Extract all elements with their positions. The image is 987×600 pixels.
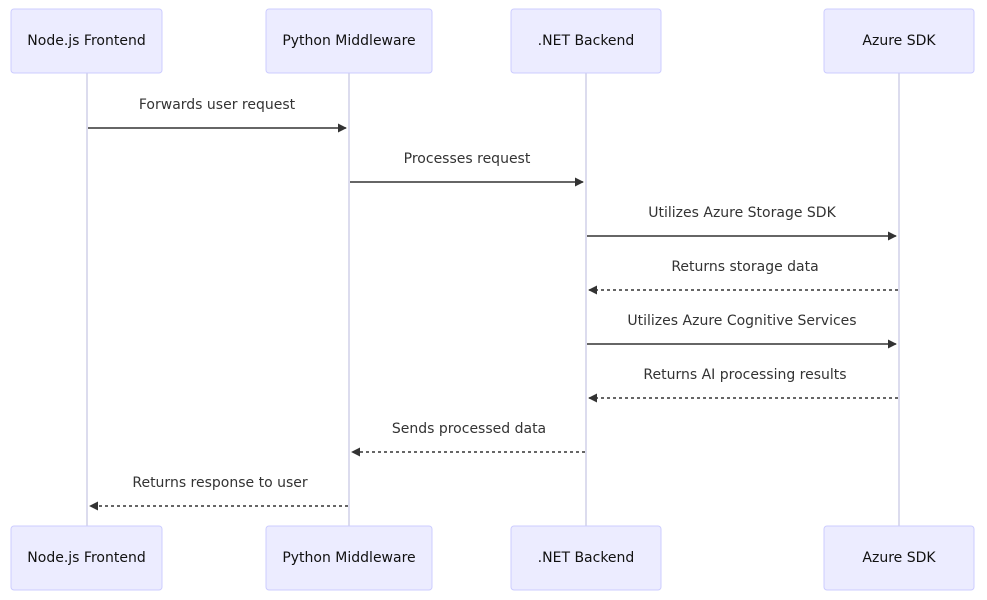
actor-label: Azure SDK: [862, 33, 936, 49]
message-label: Processes request: [404, 151, 531, 167]
actor-label: Python Middleware: [282, 550, 415, 566]
actor-dotnet-backend-bottom: .NET Backend: [510, 525, 662, 591]
actor-python-middleware-top: Python Middleware: [265, 8, 433, 74]
message-label: Utilizes Azure Storage SDK: [648, 205, 836, 221]
message-forwards-user-request: Forwards user request: [88, 97, 347, 133]
actor-label: Azure SDK: [862, 550, 936, 566]
message-returns-ai-processing-results: Returns AI processing results: [588, 367, 898, 403]
actor-label: Node.js Frontend: [27, 550, 145, 566]
actor-label: .NET Backend: [538, 33, 635, 49]
message-label: Returns storage data: [671, 259, 818, 275]
actor-label: .NET Backend: [538, 550, 635, 566]
message-processes-request: Processes request: [350, 151, 584, 187]
actor-azure-sdk-top: Azure SDK: [823, 8, 975, 74]
actor-python-middleware-bottom: Python Middleware: [265, 525, 433, 591]
lifelines: [86, 73, 900, 526]
actor-label: Python Middleware: [282, 33, 415, 49]
actor-dotnet-backend-top: .NET Backend: [510, 8, 662, 74]
message-utilizes-azure-storage-sdk: Utilizes Azure Storage SDK: [587, 205, 897, 241]
actors-top: Node.js Frontend Python Middleware .NET …: [10, 8, 975, 74]
actor-node-frontend-bottom: Node.js Frontend: [10, 525, 163, 591]
message-sends-processed-data: Sends processed data: [351, 421, 585, 457]
message-utilizes-azure-cognitive-services: Utilizes Azure Cognitive Services: [587, 313, 897, 349]
message-returns-response-to-user: Returns response to user: [89, 475, 348, 511]
actor-azure-sdk-bottom: Azure SDK: [823, 525, 975, 591]
message-returns-storage-data: Returns storage data: [588, 259, 898, 295]
message-label: Sends processed data: [392, 421, 546, 437]
messages: Forwards user request Processes request …: [88, 97, 898, 511]
message-label: Returns response to user: [132, 475, 308, 491]
actor-label: Node.js Frontend: [27, 33, 145, 49]
actor-node-frontend-top: Node.js Frontend: [10, 8, 163, 74]
message-label: Utilizes Azure Cognitive Services: [627, 313, 856, 329]
actors-bottom: Node.js Frontend Python Middleware .NET …: [10, 525, 975, 591]
message-label: Returns AI processing results: [643, 367, 846, 383]
message-label: Forwards user request: [139, 97, 296, 113]
